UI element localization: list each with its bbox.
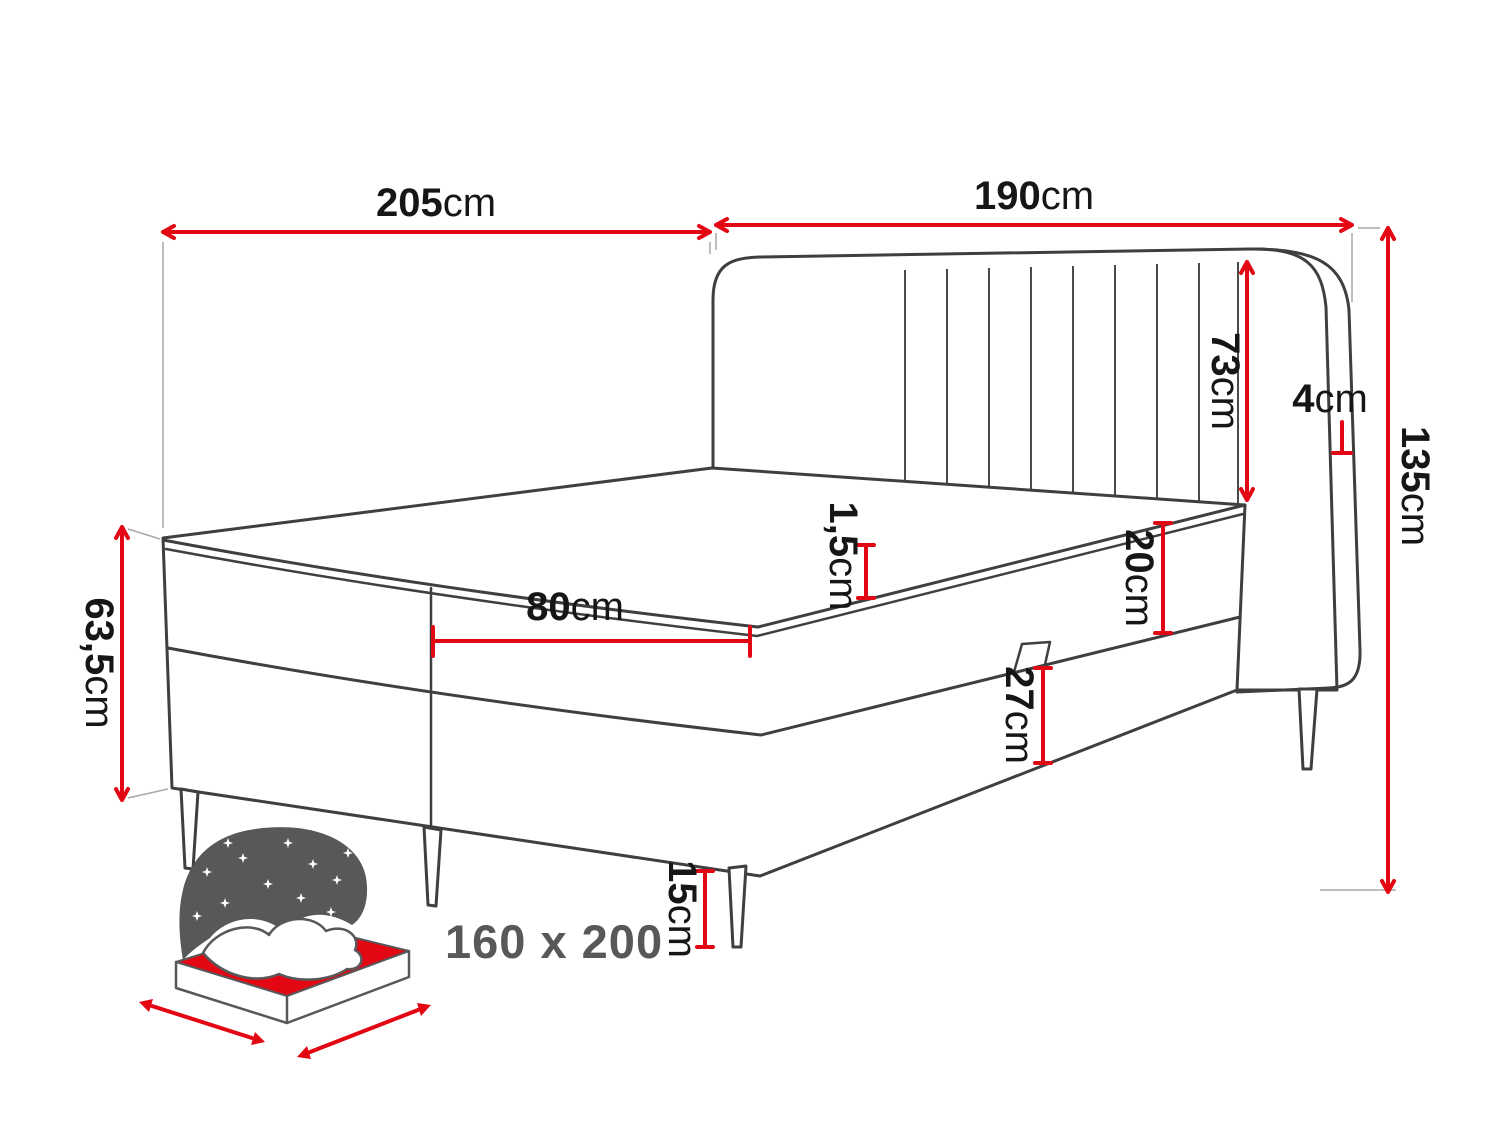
label-box-height: 27cm xyxy=(997,666,1041,764)
label-leg-height: 15cm xyxy=(660,860,704,958)
dimension-lines xyxy=(114,217,1396,949)
label-foot-end-height: 63,5cm xyxy=(77,597,121,728)
dimension-line-storage-width xyxy=(431,625,752,658)
bed-size-icon: 160 x 200 xyxy=(139,827,663,1059)
bed-leg-rear-right xyxy=(1297,687,1319,771)
headboard-side-panel xyxy=(1235,247,1362,694)
dimension-labels: 205cm 190cm 73cm 4cm 135cm 63,5cm 80cm 1… xyxy=(77,174,1437,958)
icon-headboard-night-sky xyxy=(179,827,368,960)
dimension-line-headboard-edge xyxy=(1331,420,1353,455)
mattress-box-seam xyxy=(166,615,1242,737)
label-total-height: 135cm xyxy=(1393,426,1437,546)
icon-dimension-arrows xyxy=(150,1004,420,1054)
dimension-line-leg-height xyxy=(695,869,715,949)
icon-length-arrow xyxy=(308,1008,420,1054)
label-total-width: 190cm xyxy=(974,174,1094,218)
dimension-line-mattress-height xyxy=(1153,521,1173,635)
bed-leg-front-middle xyxy=(422,825,443,908)
bed-drawing xyxy=(161,247,1362,949)
dimension-line-total-height xyxy=(1380,226,1396,894)
storage-handle-notch xyxy=(1012,640,1052,674)
mattress-piping-line xyxy=(164,512,1245,638)
dimension-line-total-length xyxy=(161,224,712,240)
sleeping-area-size-label: 160 x 200 xyxy=(445,915,663,968)
dimension-line-foot-end-height xyxy=(114,525,130,802)
icon-arrow-heads xyxy=(139,999,431,1059)
label-storage-width: 80cm xyxy=(526,585,624,629)
label-headboard-height: 73cm xyxy=(1203,332,1247,430)
mattress-top-near-edge xyxy=(161,538,760,629)
icon-duvet xyxy=(201,917,363,981)
label-headboard-edge: 4cm xyxy=(1292,377,1368,421)
dimension-line-headboard-height xyxy=(1239,260,1255,502)
icon-arrow-head xyxy=(417,1003,431,1016)
dimension-line-total-width xyxy=(714,217,1354,233)
bed-body-outline xyxy=(161,466,1247,878)
label-total-length: 205cm xyxy=(376,181,496,225)
dimension-line-mattress-edge xyxy=(856,543,876,600)
dimension-extension-lines xyxy=(127,227,1396,891)
bed-leg-front-right xyxy=(727,864,748,949)
bed-leg-front-left xyxy=(179,787,200,871)
label-mattress-edge: 1,5cm xyxy=(821,502,865,611)
label-mattress-height: 20cm xyxy=(1117,529,1161,627)
icon-arrow-head xyxy=(297,1046,311,1059)
dimension-line-box-height xyxy=(1033,666,1053,765)
icon-arrow-head xyxy=(139,999,153,1012)
headboard-pleat-lines xyxy=(904,262,1239,504)
icon-arrow-head xyxy=(251,1032,265,1045)
icon-width-arrow xyxy=(150,1004,254,1040)
